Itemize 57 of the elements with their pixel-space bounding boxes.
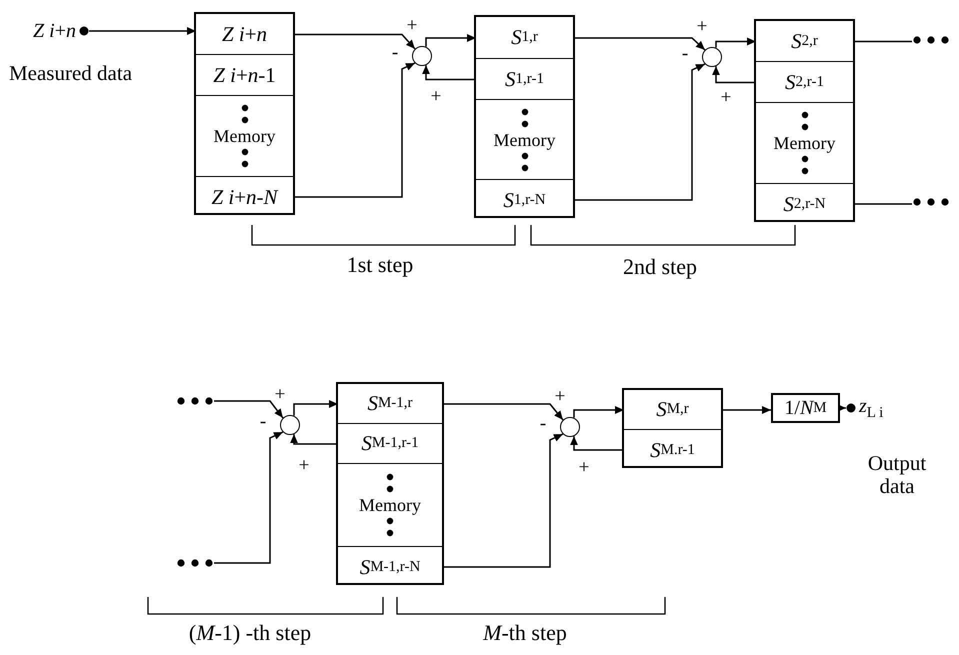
cell-text: Memory (214, 127, 276, 145)
arrow (573, 63, 706, 201)
sign-label: + (406, 16, 418, 35)
arrow (712, 66, 756, 84)
arrow (293, 34, 416, 50)
sign-label: + (298, 456, 310, 475)
arrow (89, 27, 196, 35)
caption-text: Measured data (8, 62, 133, 86)
step-label: 2nd step (623, 254, 697, 280)
summing-junction (560, 417, 580, 437)
arrow (573, 406, 624, 418)
connector-line (853, 203, 912, 205)
arrow (715, 38, 756, 48)
memory-block (754, 19, 855, 222)
arrow (425, 34, 476, 47)
step-label: M-th step (483, 620, 567, 646)
memory-cell: Z i+n (196, 14, 293, 55)
sign-label: - (258, 412, 268, 431)
memory-block (474, 15, 575, 218)
sign-label: + (274, 385, 286, 404)
summing-junction (412, 46, 432, 66)
arrow (721, 406, 771, 414)
arrow (293, 62, 416, 198)
arrow (214, 400, 284, 418)
sign-label: + (720, 88, 732, 107)
memory-block (336, 382, 444, 585)
arrow (573, 37, 706, 50)
memory-block (194, 12, 295, 215)
memory-cell: Z i+n-1 (196, 55, 293, 96)
sign-label: + (554, 387, 566, 406)
sign-label: - (680, 44, 690, 63)
arrow (293, 400, 338, 416)
arrow (570, 436, 624, 451)
sign-label: + (578, 458, 590, 477)
arrow (442, 403, 564, 420)
gain-block: 1/N$^{M}$ (771, 393, 840, 423)
arrow (214, 431, 284, 564)
caption-text: Output data (866, 452, 928, 498)
step-label: 1st step (346, 252, 414, 278)
memory-cell: Z i+n-N (196, 177, 293, 217)
sign-label: + (430, 87, 442, 106)
cell-text: Memory (774, 134, 836, 152)
memory-block (622, 388, 723, 468)
summing-junction (702, 47, 722, 67)
arrow (442, 433, 564, 568)
arrow (422, 65, 476, 80)
cell-text: Memory (359, 496, 421, 514)
connector-line (853, 40, 912, 42)
signal-label: z$_{L i}$ (859, 396, 884, 420)
sign-label: + (696, 17, 708, 36)
sign-label: - (538, 414, 548, 433)
signal-label: Z i+n (33, 21, 76, 41)
arrow (290, 434, 338, 445)
step-label: (M-1) -th step (188, 620, 312, 646)
cell-text: Memory (494, 130, 556, 148)
sign-label: - (390, 43, 400, 62)
summing-junction (280, 415, 300, 435)
